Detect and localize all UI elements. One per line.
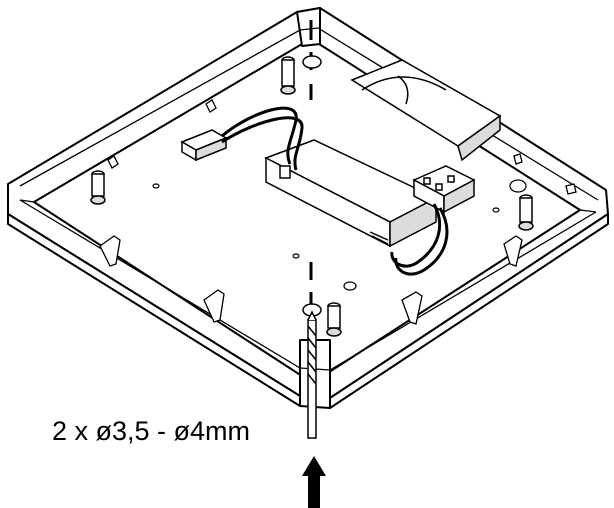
snap-clip — [99, 235, 121, 267]
snap-clip — [565, 183, 577, 195]
peg-right — [518, 194, 534, 231]
frame-corner-back — [296, 7, 321, 47]
drill-hole-back — [302, 55, 322, 69]
terminal-block — [412, 165, 476, 214]
recess-cavity — [350, 59, 502, 162]
mounting-pegs — [90, 56, 534, 337]
snap-clip — [503, 235, 523, 267]
arrow-up-icon — [302, 456, 326, 508]
peg-left — [90, 170, 106, 205]
small-holes — [152, 179, 527, 291]
peg-front — [326, 302, 342, 337]
connector-left — [180, 129, 228, 162]
snap-clip — [401, 291, 423, 325]
snap-clip — [205, 99, 217, 113]
snap-clip — [107, 155, 119, 169]
drill-size-label: 2 x ø3,5 - ø4mm — [52, 416, 251, 446]
snap-clip — [513, 153, 523, 165]
peg-back-left — [280, 56, 296, 95]
wires — [221, 106, 449, 276]
driver-box — [264, 139, 438, 248]
snap-clip — [203, 289, 225, 323]
snap-clips — [99, 99, 577, 325]
drill-bit — [307, 310, 317, 439]
